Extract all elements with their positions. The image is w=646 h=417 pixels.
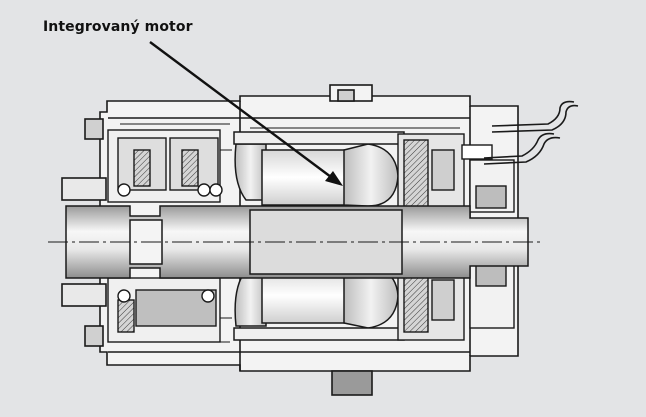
left-flange-bottom <box>84 325 104 347</box>
top-connector-cap <box>337 89 355 102</box>
bottom-mount <box>331 370 373 396</box>
left-flange-top <box>84 118 104 140</box>
front-cap-bottom <box>61 283 107 307</box>
stator-bottom <box>233 267 405 341</box>
front-bearings-top <box>107 129 223 203</box>
cable <box>483 100 579 165</box>
front-bearings-bottom <box>107 277 221 343</box>
stator-core-top <box>261 149 349 206</box>
callout-label-integrated-motor: Integrovaný motor <box>43 19 193 35</box>
rear-assembly <box>397 133 515 341</box>
callout-arrow <box>149 41 343 186</box>
winding-right-top <box>343 143 399 207</box>
front-cap-top <box>61 177 107 201</box>
